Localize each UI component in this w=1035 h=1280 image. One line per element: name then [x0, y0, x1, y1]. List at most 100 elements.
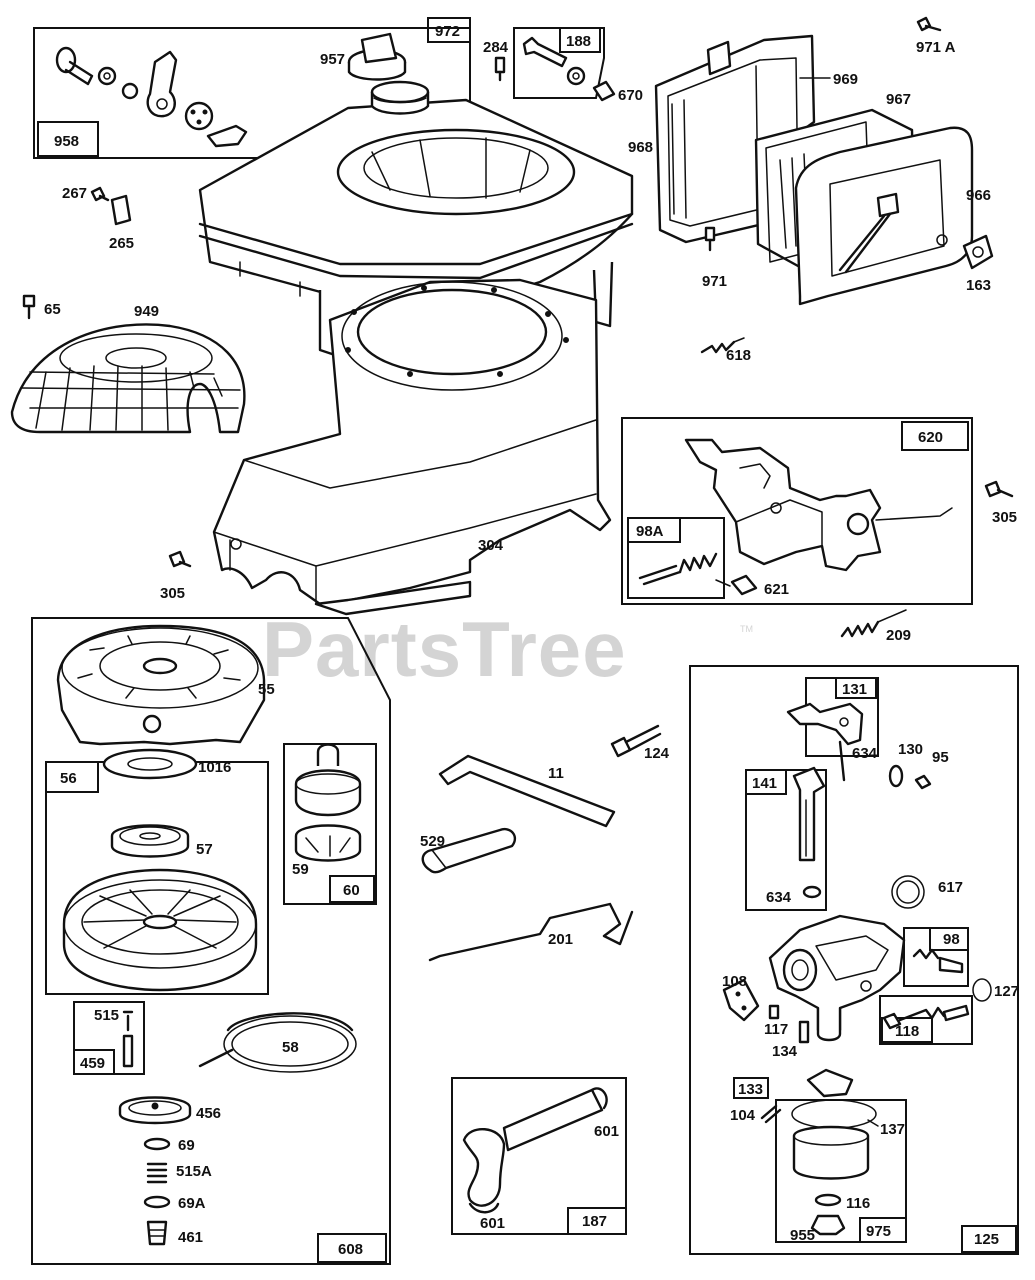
part-461-screw[interactable]	[146, 1220, 168, 1246]
part-670-spacer[interactable]	[592, 80, 616, 102]
label-968: 968	[628, 139, 653, 156]
part-456-retainer[interactable]	[118, 1096, 192, 1125]
part-69A-washer[interactable]	[143, 1195, 171, 1209]
kit-box-125	[689, 665, 1019, 1255]
part-group-188[interactable]: 188	[513, 27, 605, 99]
part-98A-screw-spring[interactable]	[638, 552, 718, 586]
label-134: 134	[772, 1043, 798, 1060]
part-284-screw[interactable]	[494, 56, 506, 82]
part-55-starter-housing[interactable]	[56, 624, 266, 746]
part-304-blower-housing[interactable]	[212, 278, 612, 616]
part-104-screw[interactable]	[760, 1104, 782, 1124]
part-529-tube[interactable]	[421, 827, 517, 874]
label-621: 621	[764, 581, 789, 598]
label-104: 104	[730, 1107, 756, 1124]
pivot-hub-icon	[184, 101, 214, 131]
box-label-141: 141	[752, 775, 777, 792]
part-187-fuel-line[interactable]	[462, 1088, 604, 1207]
label-456: 456	[196, 1105, 221, 1122]
part-65-screw[interactable]	[22, 294, 36, 320]
label-601b: 601	[480, 1215, 505, 1232]
kit-box-60-tag	[329, 875, 375, 903]
label-966: 966	[966, 187, 991, 204]
box-label-972: 972	[435, 23, 460, 40]
label-69A: 69A	[178, 1195, 206, 1212]
part-617-o-ring[interactable]	[891, 875, 925, 909]
label-969: 969	[833, 71, 858, 88]
box-label-125: 125	[974, 1231, 999, 1248]
part-59-insert[interactable]	[294, 824, 362, 862]
part-634-washer[interactable]	[802, 885, 822, 899]
label-515: 515	[94, 1007, 119, 1024]
part-95-screw[interactable]	[914, 774, 932, 790]
part-98-needle[interactable]	[912, 948, 964, 974]
part-620-governor-bracket[interactable]	[684, 438, 953, 572]
part-118-idle-screw[interactable]	[882, 1004, 970, 1030]
part-starter-pulley[interactable]	[62, 868, 258, 992]
label-124: 124	[644, 745, 670, 762]
part-134-pin[interactable]	[798, 1020, 810, 1044]
part-267-screw[interactable]	[90, 186, 110, 202]
part-209-spring[interactable]	[840, 609, 907, 638]
kit-box-56-tag	[45, 761, 99, 793]
part-1016-washer[interactable]	[102, 748, 198, 780]
label-461: 461	[178, 1229, 203, 1246]
part-621-clip[interactable]	[715, 574, 758, 596]
part-58-rope[interactable]	[198, 1012, 357, 1073]
washer-icon	[121, 82, 139, 100]
part-515-pin[interactable]	[122, 1010, 134, 1068]
label-949: 949	[134, 303, 159, 320]
part-137-float-bowl[interactable]	[791, 1068, 879, 1180]
part-955-bowl-nut[interactable]	[810, 1214, 846, 1236]
part-116-washer[interactable]	[814, 1193, 842, 1207]
part-515A-spring[interactable]	[146, 1162, 168, 1184]
part-618-spring[interactable]	[700, 337, 745, 354]
box-label-975: 975	[866, 1223, 891, 1240]
label-971A: 971 A	[916, 39, 956, 56]
label-267: 267	[62, 185, 87, 202]
label-955: 955	[790, 1227, 815, 1244]
part-601-clamp[interactable]	[468, 1202, 500, 1214]
part-141-throttle-shaft[interactable]	[792, 766, 826, 862]
label-65: 65	[44, 301, 61, 318]
box-label-98: 98	[943, 931, 960, 948]
label-617: 617	[938, 879, 963, 896]
label-265: 265	[109, 235, 134, 252]
part-305-screw[interactable]	[984, 480, 1014, 498]
part-69-washer[interactable]	[143, 1137, 171, 1151]
part-127-o-ring[interactable]	[972, 978, 992, 1002]
part-131-bracket[interactable]	[786, 702, 864, 782]
part-163-gasket[interactable]	[962, 234, 994, 270]
box-label-620: 620	[918, 429, 943, 446]
box-label-459: 459	[80, 1055, 105, 1072]
part-124-bolt[interactable]	[610, 724, 662, 758]
part-265-clip[interactable]	[110, 194, 132, 226]
part-957-fuel-cap[interactable]	[347, 32, 407, 81]
kit-box-187	[451, 1077, 627, 1235]
label-305a: 305	[160, 585, 185, 602]
part-group-958[interactable]: 958	[33, 27, 471, 159]
part-60-handle[interactable]	[294, 743, 362, 817]
part-11-tube[interactable]	[438, 754, 616, 828]
part-201-link[interactable]	[428, 902, 634, 962]
watermark-text: PartsTree	[262, 605, 627, 693]
part-971A-screw[interactable]	[916, 16, 942, 32]
label-163: 163	[966, 277, 991, 294]
part-966-cover[interactable]	[794, 126, 974, 306]
part-601-clamp[interactable]	[590, 1087, 608, 1110]
part-949-rotating-screen[interactable]	[10, 323, 246, 434]
part-57-spring-cup[interactable]	[110, 824, 190, 858]
part-971-screw[interactable]	[704, 226, 716, 252]
part-130-gasket[interactable]	[888, 764, 904, 788]
part-108-choke-plate[interactable]	[722, 978, 760, 1022]
label-117: 117	[764, 1021, 788, 1038]
kit-box-125-tag	[961, 1225, 1017, 1253]
label-305b: 305	[992, 509, 1017, 526]
kit-box-608-tag	[317, 1233, 387, 1263]
part-carburetor[interactable]	[768, 914, 906, 1042]
part-305-screw[interactable]	[168, 550, 192, 568]
label-209: 209	[886, 627, 911, 644]
control-lever-icon	[146, 50, 178, 118]
part-117-spring[interactable]	[768, 1004, 780, 1020]
label-59: 59	[292, 861, 309, 878]
